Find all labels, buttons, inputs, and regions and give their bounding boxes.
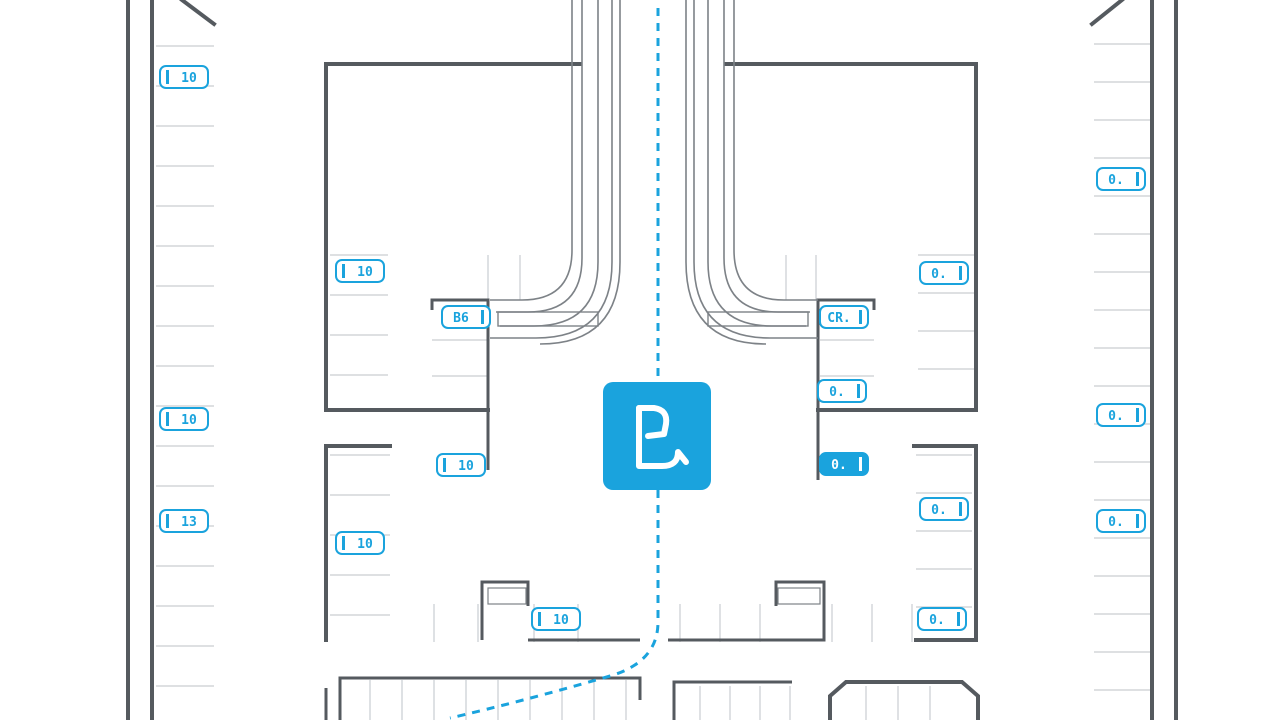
space-label-right-col-3[interactable]: 0.	[1096, 509, 1146, 533]
space-label-inner-right-1[interactable]: CR.	[819, 305, 869, 329]
space-label-marker	[166, 70, 169, 84]
space-label-inner-left-3[interactable]: 10	[436, 453, 486, 477]
space-label-text: 10	[357, 265, 373, 280]
space-label-text: 13	[181, 515, 197, 530]
space-label-inner-right-3[interactable]: 0.	[819, 452, 869, 476]
space-label-text: 10	[553, 613, 569, 628]
space-label-text: 0.	[931, 503, 947, 518]
left-ramp	[490, 0, 621, 345]
space-label-box	[1096, 509, 1146, 533]
space-label-marker	[857, 384, 860, 398]
space-label-marker	[481, 310, 484, 324]
bottom-structures	[324, 676, 980, 720]
space-label-inner-right-6[interactable]: 0.	[917, 607, 967, 631]
space-label-text: B6	[453, 311, 469, 326]
space-label-inner-right-5[interactable]: 0.	[919, 497, 969, 521]
space-label-right-col-1[interactable]: 0.	[1096, 167, 1146, 191]
space-label-box	[1096, 403, 1146, 427]
space-label-box	[1096, 167, 1146, 191]
space-label-marker	[166, 412, 169, 426]
space-label-marker	[342, 536, 345, 550]
space-label-box	[335, 531, 385, 555]
space-label-box	[335, 259, 385, 283]
space-label-left-col-2[interactable]: 10	[159, 407, 209, 431]
space-label-box	[159, 407, 209, 431]
space-label-box	[436, 453, 486, 477]
space-label-box	[441, 305, 491, 329]
space-label-inner-left-1[interactable]: 10	[335, 259, 385, 283]
space-label-marker	[959, 502, 962, 516]
space-label-text: 0.	[1108, 515, 1124, 530]
space-label-text: 10	[181, 413, 197, 428]
space-label-box	[531, 607, 581, 631]
space-label-box	[159, 65, 209, 89]
space-label-inner-left-2[interactable]: B6	[441, 305, 491, 329]
space-label-text: 10	[357, 537, 373, 552]
space-label-text: 0.	[1108, 173, 1124, 188]
space-label-text: 10	[181, 71, 197, 86]
space-label-marker	[859, 457, 862, 471]
space-label-marker	[1136, 172, 1139, 186]
space-label-text: 0.	[831, 458, 847, 473]
space-label-text: 10	[458, 459, 474, 474]
space-label-box	[919, 497, 969, 521]
space-label-marker	[859, 310, 862, 324]
accessible-parking-icon[interactable]	[603, 382, 711, 490]
space-label-marker	[959, 266, 962, 280]
space-label-marker	[166, 514, 169, 528]
space-label-left-col-1[interactable]: 10	[159, 65, 209, 89]
space-label-text: CR.	[827, 311, 850, 326]
space-label-marker	[443, 458, 446, 472]
space-label-marker	[1136, 514, 1139, 528]
upper-left-block	[324, 62, 582, 470]
space-label-box	[819, 452, 869, 476]
right-ramp	[685, 0, 818, 345]
space-label-marker	[538, 612, 541, 626]
space-label-text: 0.	[931, 267, 947, 282]
route-path	[449, 8, 660, 720]
space-label-inner-right-4[interactable]: 0.	[919, 261, 969, 285]
space-label-text: 0.	[829, 385, 845, 400]
space-label-box	[819, 305, 869, 329]
space-label-inner-left-5[interactable]: 10	[531, 607, 581, 631]
outer-walls	[126, 0, 1178, 720]
space-label-box	[917, 607, 967, 631]
lower-right-block	[668, 444, 978, 642]
space-label-right-col-2[interactable]: 0.	[1096, 403, 1146, 427]
space-label-box	[919, 261, 969, 285]
lower-left-block	[324, 444, 640, 642]
space-label-marker	[1136, 408, 1139, 422]
space-label-box	[817, 379, 867, 403]
space-label-text: 0.	[929, 613, 945, 628]
space-label-inner-left-4[interactable]: 10	[335, 531, 385, 555]
space-label-text: 0.	[1108, 409, 1124, 424]
space-label-inner-right-2[interactable]: 0.	[817, 379, 867, 403]
space-label-marker	[957, 612, 960, 626]
space-label-left-col-3[interactable]: 13	[159, 509, 209, 533]
space-label-marker	[342, 264, 345, 278]
space-label-box	[159, 509, 209, 533]
